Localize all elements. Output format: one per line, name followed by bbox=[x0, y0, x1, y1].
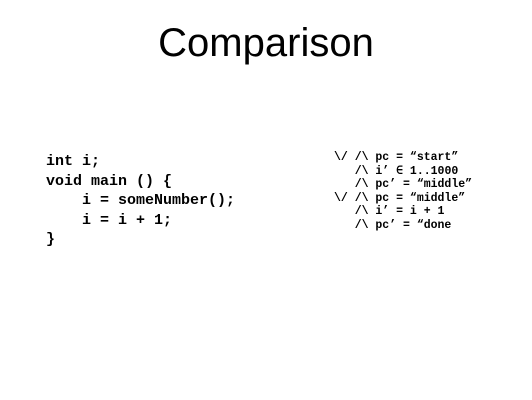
spec-line: \/ /\ pc = “start” bbox=[334, 151, 459, 164]
code-line: i = i + 1; bbox=[46, 211, 173, 229]
spec-line: /\ pc’ = “done bbox=[334, 218, 452, 232]
code-line: } bbox=[46, 231, 56, 248]
c-code-block: int i; void main () { i = someNumber(); i… bbox=[46, 152, 235, 250]
spec-line: /\ i’ ∈ 1..1000 bbox=[334, 164, 459, 178]
code-line: void main () { bbox=[46, 172, 173, 190]
tla-spec-block: \/ /\ pc = “start” /\ i’ ∈ 1..1000 /\ pc… bbox=[334, 151, 472, 232]
code-line: i = someNumber(); bbox=[46, 192, 236, 209]
spec-line: \/ /\ pc = “middle” bbox=[334, 191, 466, 205]
slide-title: Comparison bbox=[158, 21, 374, 65]
code-line: int i; bbox=[46, 153, 101, 170]
spec-line: /\ pc’ = “middle” bbox=[334, 178, 473, 191]
spec-line: /\ i’ = i + 1 bbox=[334, 205, 445, 218]
